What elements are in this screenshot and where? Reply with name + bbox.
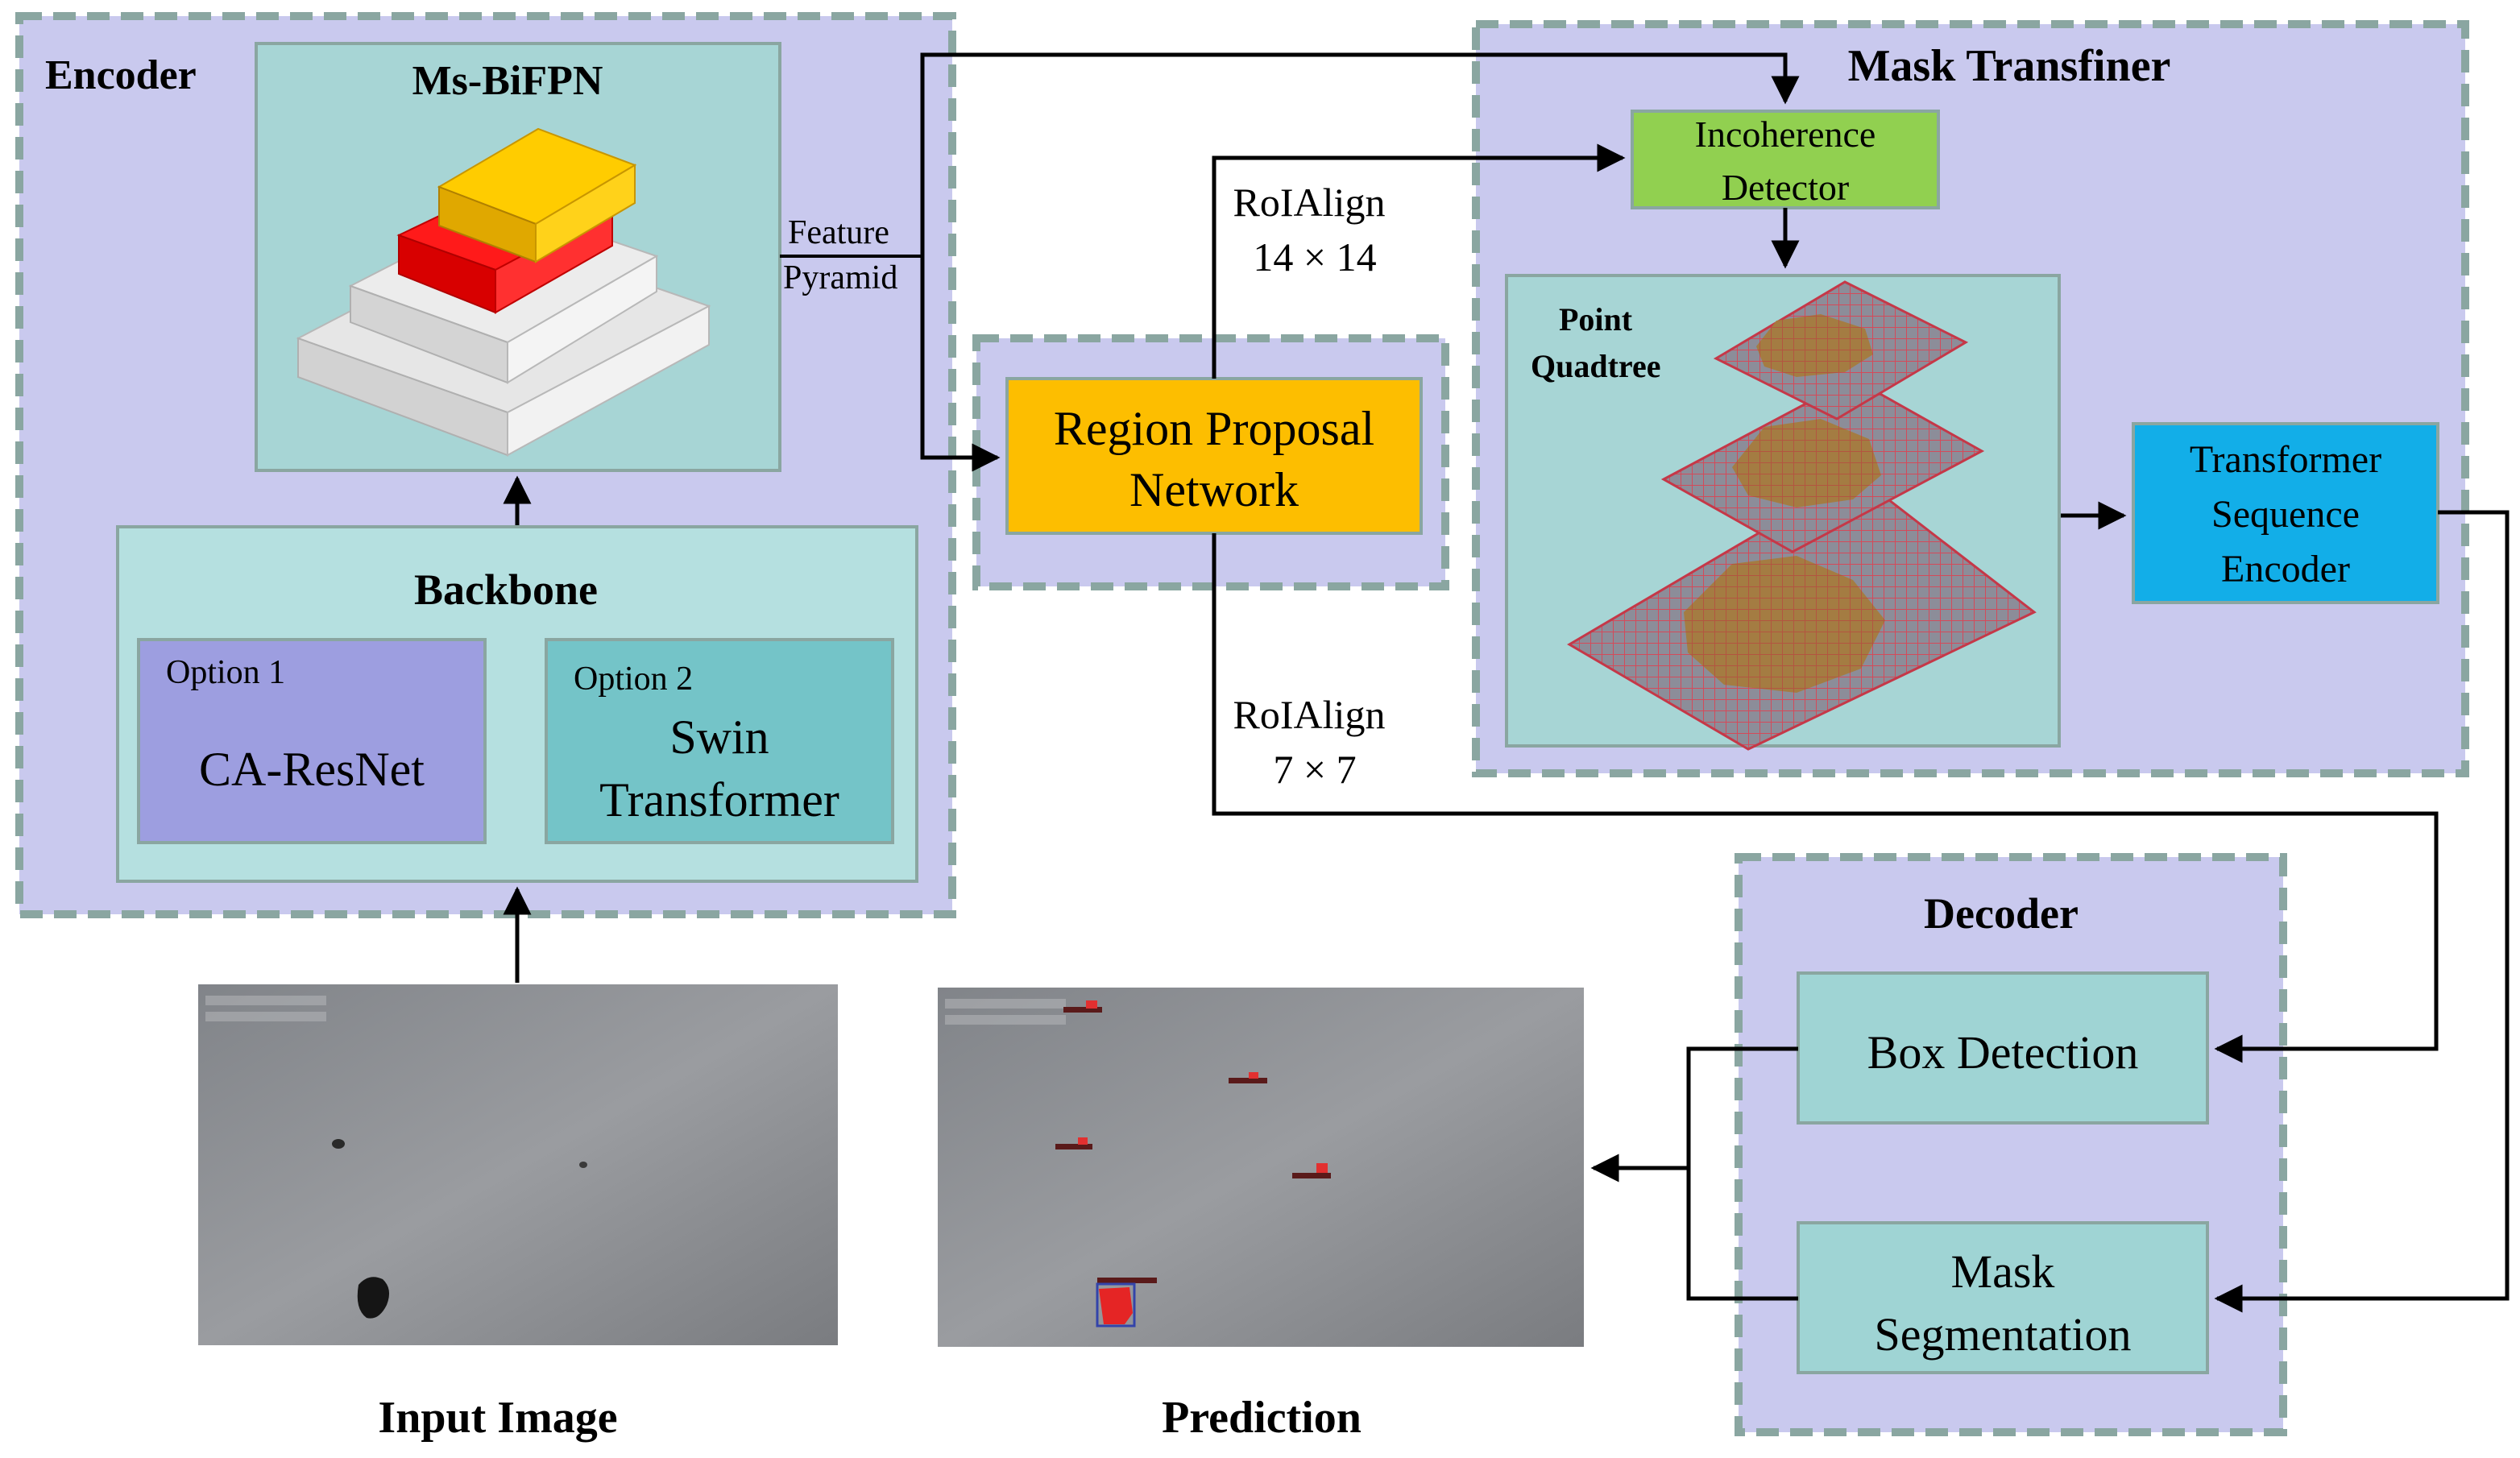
- prediction-label: Prediction: [1162, 1393, 1362, 1443]
- quadtree-line2: Quadtree: [1531, 348, 1660, 384]
- mask-segmentation-line2: Segmentation: [1875, 1308, 2132, 1361]
- roialign-top-line2: 14 × 14: [1253, 234, 1376, 280]
- decoder-title: Decoder: [1924, 889, 2079, 938]
- box-detection-label: Box Detection: [1867, 1026, 2139, 1079]
- transformer-line3: Encoder: [2221, 548, 2350, 590]
- input-image: [198, 984, 838, 1345]
- backbone-block: Backbone Option 1 CA-ResNet Option 2 Swi…: [118, 527, 917, 881]
- input-image-label: Input Image: [378, 1393, 617, 1443]
- roialign-bottom-line1: RoIAlign: [1233, 692, 1386, 737]
- mask-transfiner-title: Mask Transfiner: [1848, 41, 2171, 91]
- option2-label: Option 2: [574, 661, 693, 698]
- option1-label: Option 1: [166, 654, 285, 691]
- option1-name: CA-ResNet: [199, 743, 425, 796]
- rpn-line1: Region Proposal: [1054, 402, 1374, 455]
- msbifpn-block: Ms-BiFPN: [256, 43, 780, 470]
- transformer-line2: Sequence: [2211, 493, 2360, 536]
- rpn-panel: Region Proposal Network: [976, 338, 1445, 586]
- mask-transfiner-panel: Mask Transfiner Incoherence Detector Poi…: [1476, 24, 2465, 773]
- transformer-line1: Transformer: [2190, 438, 2381, 481]
- option2-line1: Swin: [669, 710, 769, 764]
- rpn-line2: Network: [1129, 463, 1299, 516]
- encoder-panel: Encoder Ms-BiFPN: [19, 16, 952, 914]
- incoherence-line1: Incoherence: [1695, 114, 1876, 155]
- option2-line2: Transformer: [599, 773, 839, 826]
- msbifpn-title: Ms-BiFPN: [412, 58, 603, 104]
- roialign-top-line1: RoIAlign: [1233, 180, 1386, 225]
- prediction-image: [938, 988, 1584, 1347]
- backbone-title: Backbone: [414, 565, 598, 614]
- roialign-bottom-line2: 7 × 7: [1273, 747, 1356, 792]
- mask-segmentation-line1: Mask: [1951, 1245, 2055, 1298]
- feature-pyramid-line2: Pyramid: [783, 259, 897, 296]
- encoder-title: Encoder: [45, 52, 197, 98]
- quadtree-line1: Point: [1559, 301, 1633, 338]
- incoherence-line2: Detector: [1722, 167, 1849, 208]
- decoder-panel: Decoder Box Detection Mask Segmentation: [1739, 857, 2283, 1432]
- feature-pyramid-line1: Feature: [788, 214, 889, 251]
- point-quadtree-block: Point Quadtree: [1507, 275, 2059, 749]
